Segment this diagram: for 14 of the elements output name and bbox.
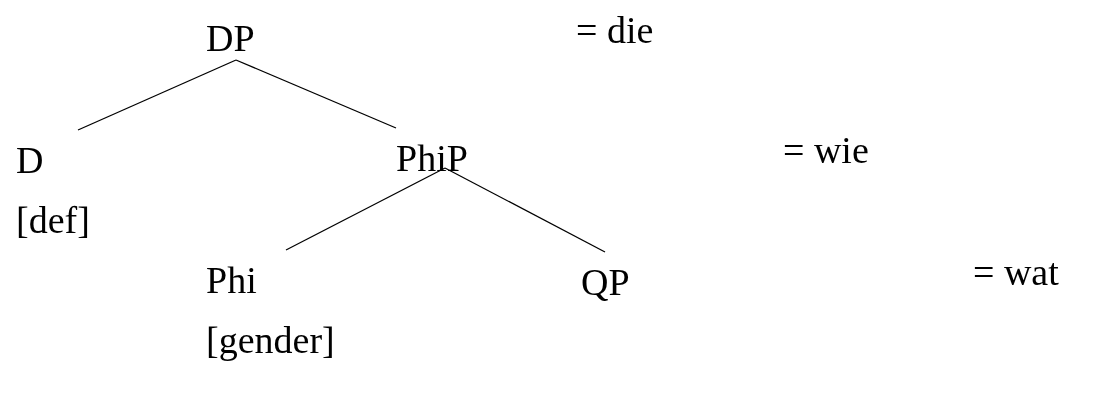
node-label: QP — [581, 260, 630, 305]
tree-branch-line — [77, 59, 237, 131]
tree-branch-line — [235, 59, 397, 129]
feature-label: [gender] — [206, 318, 335, 363]
tree-branch-line — [444, 167, 606, 253]
gloss-label: = die — [576, 8, 654, 53]
feature-label: [def] — [16, 198, 90, 243]
tree-branch-line — [285, 167, 446, 251]
gloss-label: = wat — [973, 250, 1059, 295]
node-label: PhiP — [396, 136, 468, 181]
gloss-label: = wie — [783, 128, 869, 173]
node-label: DP — [206, 16, 255, 61]
node-label: D — [16, 138, 44, 183]
node-label: Phi — [206, 258, 257, 303]
